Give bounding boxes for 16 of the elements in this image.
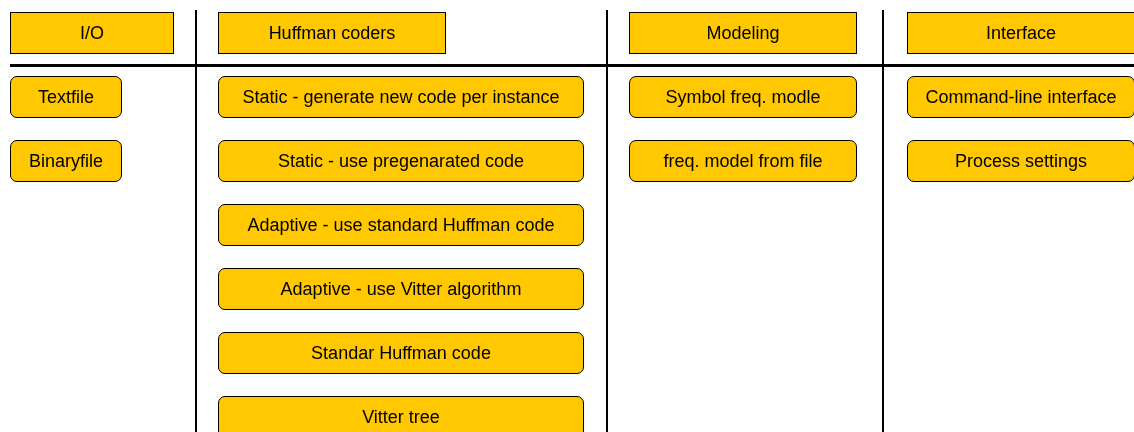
item-box: Process settings (907, 140, 1134, 182)
item-box: Binaryfile (10, 140, 122, 182)
item-box: Adaptive - use Vitter algorithm (218, 268, 584, 310)
column-header: Interface (907, 12, 1134, 54)
column-header: I/O (10, 12, 174, 54)
item-box: Adaptive - use standard Huffman code (218, 204, 584, 246)
item-box: Textfile (10, 76, 122, 118)
column-header: Modeling (629, 12, 857, 54)
item-box: Command-line interface (907, 76, 1134, 118)
column-header: Huffman coders (218, 12, 446, 54)
item-box: Static - use pregenarated code (218, 140, 584, 182)
item-box: Static - generate new code per instance (218, 76, 584, 118)
item-box: Vitter tree (218, 396, 584, 432)
item-box: Symbol freq. modle (629, 76, 857, 118)
item-box: freq. model from file (629, 140, 857, 182)
item-box: Standar Huffman code (218, 332, 584, 374)
